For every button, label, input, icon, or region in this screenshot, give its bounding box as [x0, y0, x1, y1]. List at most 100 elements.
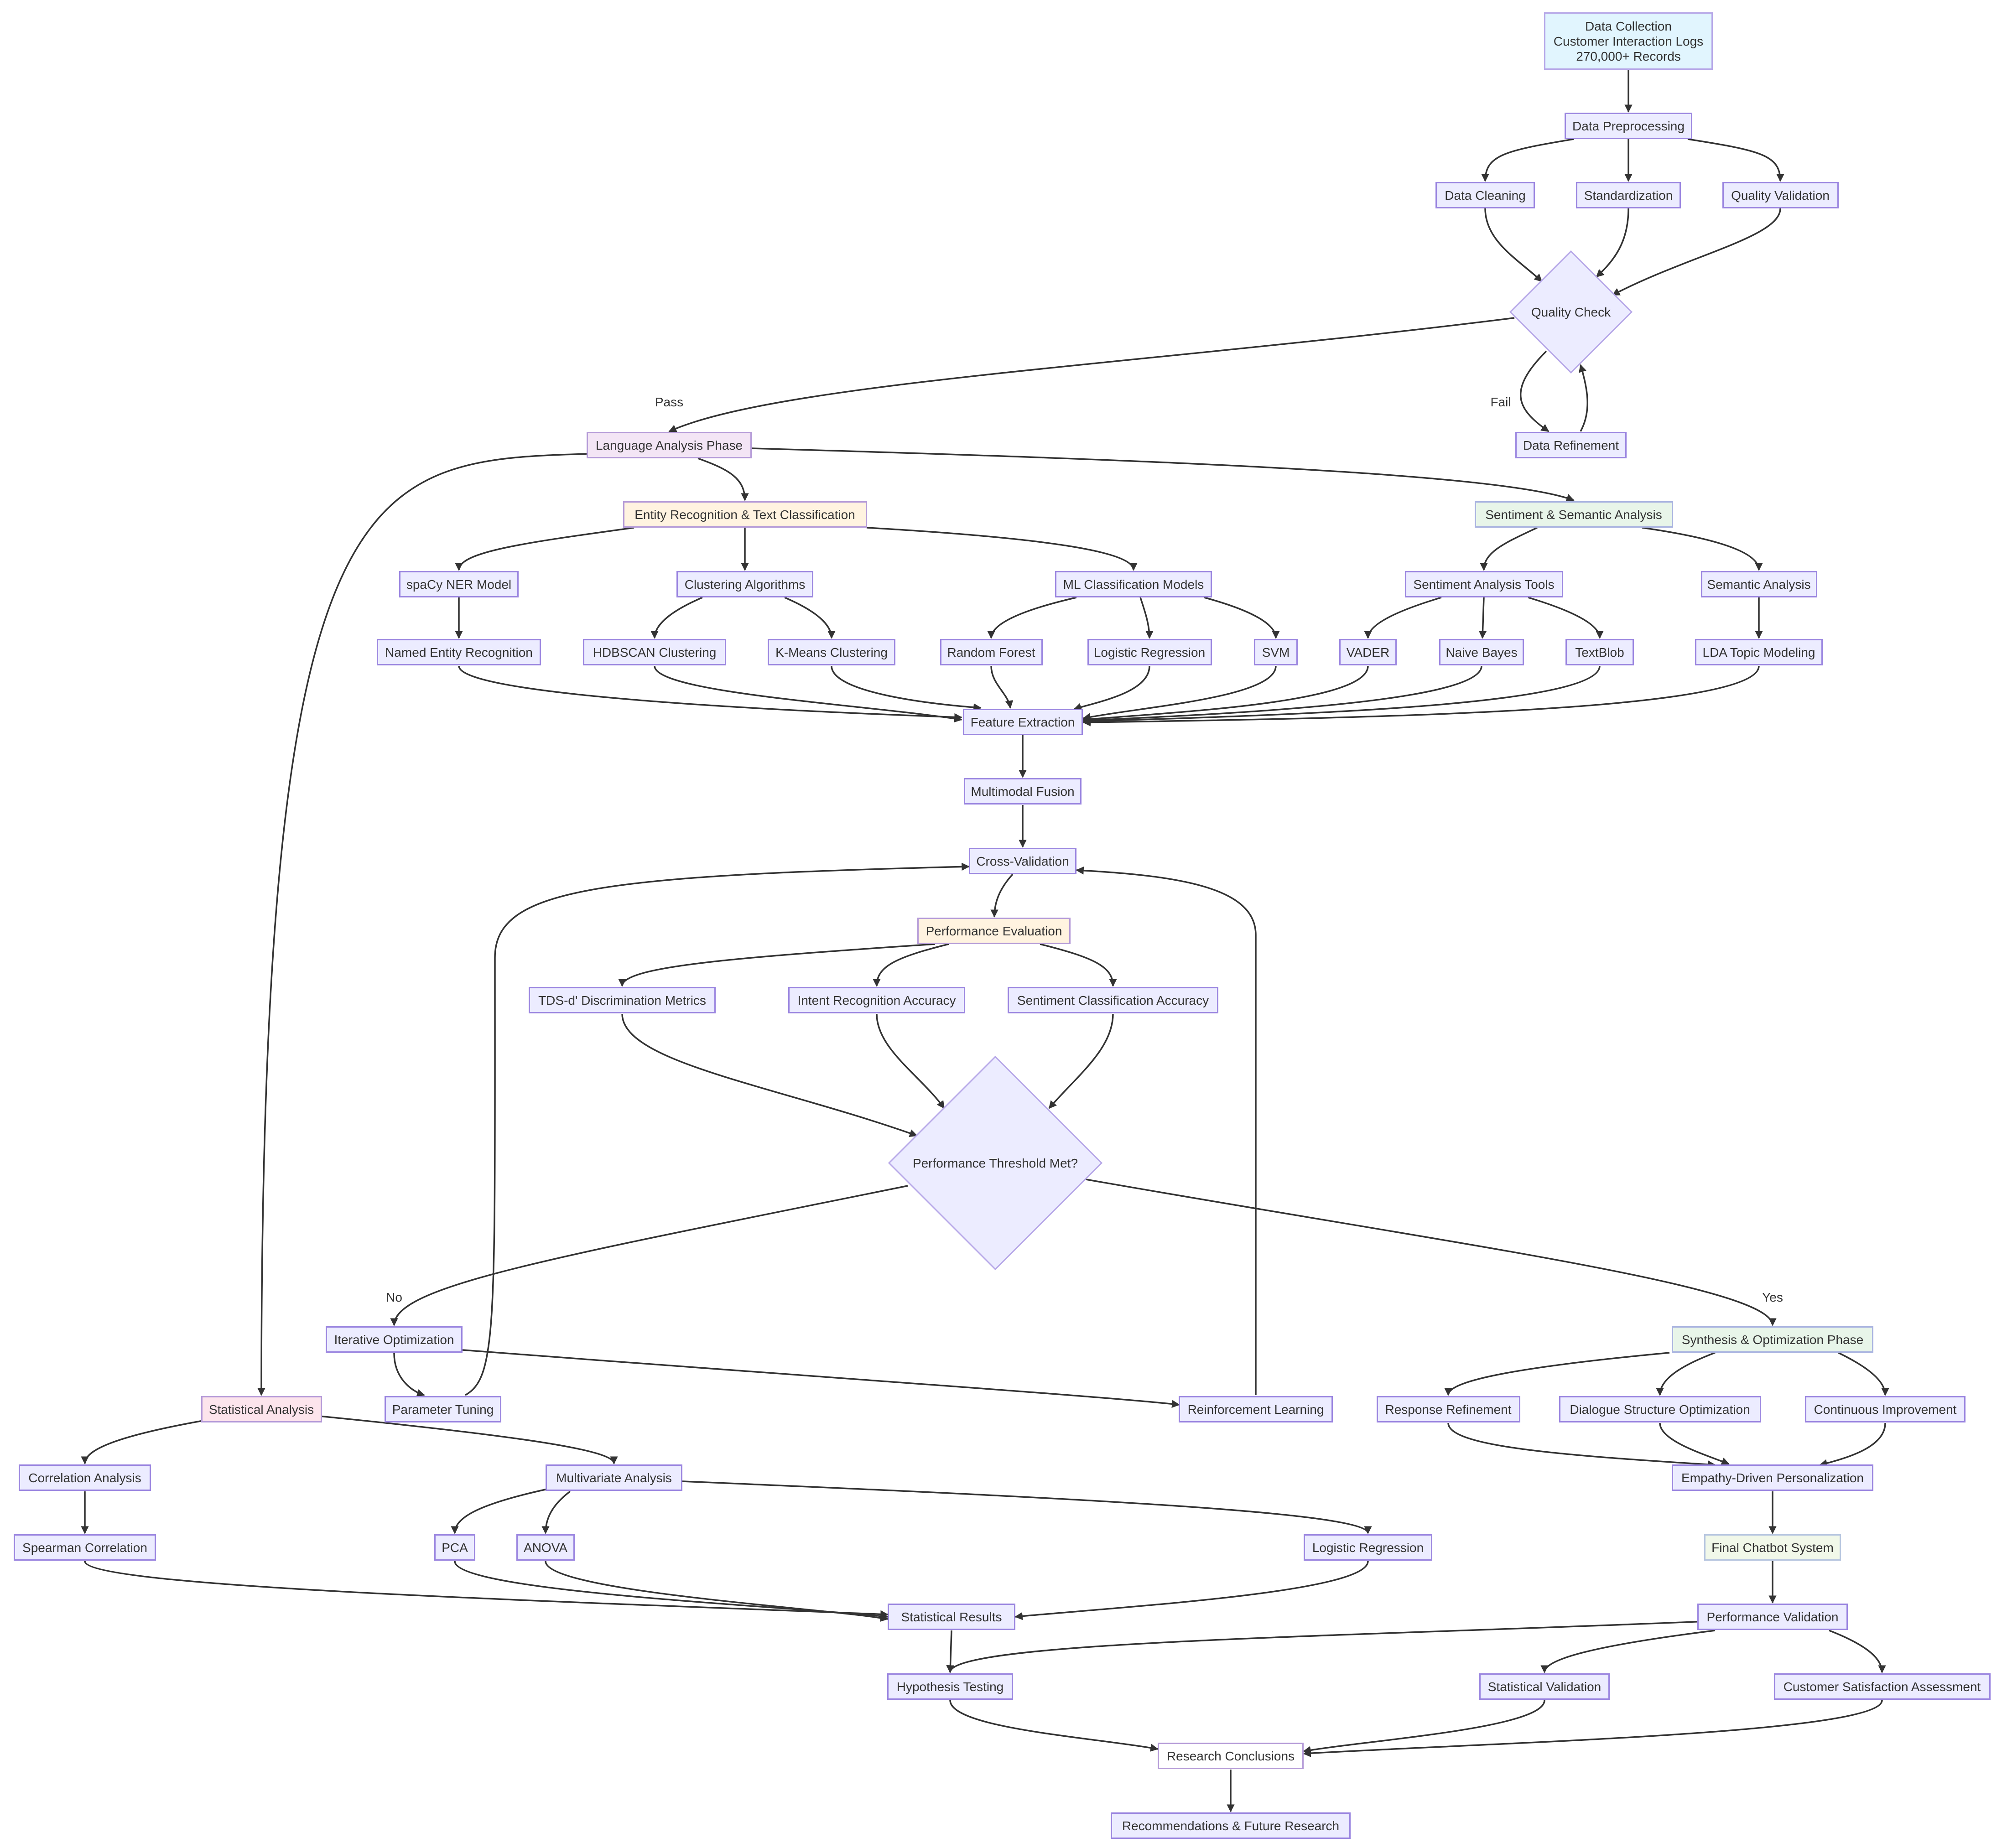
node-sentiment-accuracy: Sentiment Classification Accuracy	[1008, 987, 1218, 1013]
edge-validation-statval	[1540, 1630, 1716, 1673]
decision-label: Performance Threshold Met?	[912, 1156, 1078, 1170]
decision-label: Quality Check	[1531, 305, 1611, 319]
edge-lda-fe	[1082, 665, 1760, 727]
edge-sentiment-threshold	[1048, 1013, 1114, 1109]
edge-synthesis-dialogue	[1656, 1352, 1716, 1396]
edge-label-yes: Yes	[1760, 1290, 1785, 1305]
edge-tds-threshold	[621, 1013, 918, 1137]
decision-quality-check: Quality Check	[1509, 250, 1633, 374]
edge-ml-lr	[1139, 597, 1154, 639]
edge-cv-eval	[990, 873, 1014, 918]
edge-refinement-check	[1579, 364, 1588, 432]
node-data-collection-line: Data Collection	[1585, 19, 1672, 33]
edge-rf-fe	[990, 665, 1014, 709]
edge-iterative-tuning	[393, 1353, 425, 1397]
edge-label-no: No	[384, 1290, 404, 1305]
node-data-refinement: Data Refinement	[1515, 432, 1627, 458]
edge-eval-tds	[618, 943, 936, 987]
edge-tools-vader	[1364, 597, 1442, 639]
edge-response-empathy	[1447, 1422, 1716, 1469]
edge-spearman-results	[84, 1561, 889, 1619]
node-iterative-optimization: Iterative Optimization	[326, 1326, 463, 1353]
edge-multi-lr	[682, 1480, 1372, 1534]
edge-sentiment-semantic	[1642, 527, 1763, 571]
edge-kmeans-fe	[831, 665, 982, 711]
node-multimodal-fusion: Multimodal Fusion	[964, 778, 1082, 805]
node-spacy-ner: spaCy NER Model	[399, 571, 519, 597]
node-final-chatbot: Final Chatbot System	[1704, 1534, 1841, 1561]
node-vader: VADER	[1339, 639, 1397, 665]
edge-ml-rf	[987, 597, 1077, 639]
edge-ml-svm	[1204, 597, 1280, 639]
node-lda: LDA Topic Modeling	[1695, 639, 1823, 665]
edge-lap-sentiment	[751, 447, 1575, 502]
node-empathy-personalization: Empathy-Driven Personalization	[1672, 1464, 1873, 1491]
node-semantic-analysis: Semantic Analysis	[1700, 571, 1817, 597]
edge-sentiment-tools	[1480, 527, 1538, 571]
node-parameter-tuning: Parameter Tuning	[385, 1396, 501, 1422]
node-clustering-algorithms: Clustering Algorithms	[676, 571, 813, 597]
node-intent-accuracy: Intent Recognition Accuracy	[788, 987, 965, 1013]
edge-hypothesis-conclusions	[949, 1700, 1159, 1752]
node-multivariate-analysis: Multivariate Analysis	[546, 1464, 682, 1491]
node-sentiment-semantic: Sentiment & Semantic Analysis	[1474, 501, 1673, 528]
node-language-analysis-phase: Language Analysis Phase	[587, 432, 752, 458]
node-dialogue-optimization: Dialogue Structure Optimization	[1559, 1396, 1761, 1422]
edge-label-pass: Pass	[653, 395, 686, 410]
node-performance-validation: Performance Validation	[1697, 1604, 1848, 1630]
edge-rl-cv	[1076, 867, 1257, 1396]
edge-stat-correlation	[81, 1420, 203, 1464]
node-statistical-results: Statistical Results	[888, 1604, 1015, 1630]
node-anova: ANOVA	[516, 1534, 575, 1561]
edge-check-pass	[668, 317, 1515, 432]
node-continuous-improvement: Continuous Improvement	[1805, 1396, 1966, 1422]
decision-shape	[888, 1056, 1102, 1270]
edge-svm-fe	[1082, 665, 1277, 721]
edge-multi-pca	[451, 1488, 548, 1534]
edge-results-hypothesis	[946, 1630, 955, 1673]
node-recommendations: Recommendations & Future Research	[1111, 1812, 1351, 1839]
edge-eval-intent	[873, 943, 949, 987]
edge-intent-threshold	[876, 1013, 945, 1109]
node-kmeans: K-Means Clustering	[768, 639, 895, 665]
edge-standardization-check	[1596, 208, 1629, 278]
edge-validation-check	[1612, 208, 1781, 296]
edge-entity-ml	[866, 527, 1138, 571]
node-svm: SVM	[1254, 639, 1298, 665]
edge-threshold-no	[390, 1185, 908, 1326]
node-tds-metrics: TDS-d' Discrimination Metrics	[529, 987, 716, 1013]
edge-label-fail: Fail	[1488, 395, 1513, 410]
node-sentiment-tools: Sentiment Analysis Tools	[1404, 571, 1563, 597]
node-data-collection-line: Customer Interaction Logs	[1553, 34, 1704, 48]
edge-tools-nb	[1478, 597, 1487, 639]
node-textblob: TextBlob	[1565, 639, 1634, 665]
node-research-conclusions: Research Conclusions	[1158, 1743, 1304, 1769]
node-entity-recognition: Entity Recognition & Text Classification	[623, 501, 867, 528]
edge-iterative-rl	[462, 1349, 1180, 1408]
edge-clustering-kmeans	[784, 597, 836, 639]
edge-cleaning-check	[1484, 208, 1543, 282]
edge-synthesis-response	[1444, 1352, 1670, 1396]
node-feature-extraction: Feature Extraction	[962, 709, 1083, 735]
node-hypothesis-testing: Hypothesis Testing	[887, 1673, 1013, 1700]
edge-lr-fe	[1073, 665, 1150, 711]
decision-shape	[1509, 250, 1633, 374]
edge-tools-textblob	[1528, 597, 1604, 639]
node-named-entity-recognition: Named Entity Recognition	[377, 639, 541, 665]
decision-threshold: Performance Threshold Met?	[888, 1056, 1102, 1270]
edge-preprocessing-validation	[1687, 138, 1784, 182]
edge-preprocessing-cleaning	[1481, 138, 1574, 182]
edge-validation-customer	[1829, 1630, 1886, 1673]
node-data-preprocessing: Data Preprocessing	[1565, 113, 1692, 139]
node-statistical-analysis: Statistical Analysis	[201, 1396, 322, 1422]
edge-lap-entity	[697, 457, 749, 501]
edge-validation-hypothesis	[946, 1620, 1706, 1673]
edge-multi-anova	[541, 1490, 571, 1534]
edge-vader-fe	[1082, 665, 1369, 723]
node-statistical-validation: Statistical Validation	[1479, 1673, 1610, 1700]
edge-customer-conclusions	[1303, 1700, 1883, 1757]
node-reinforcement-learning: Reinforcement Learning	[1179, 1396, 1333, 1422]
edge-stat-multivariate	[319, 1415, 618, 1464]
node-logistic-regression-stat: Logistic Regression	[1304, 1534, 1432, 1561]
